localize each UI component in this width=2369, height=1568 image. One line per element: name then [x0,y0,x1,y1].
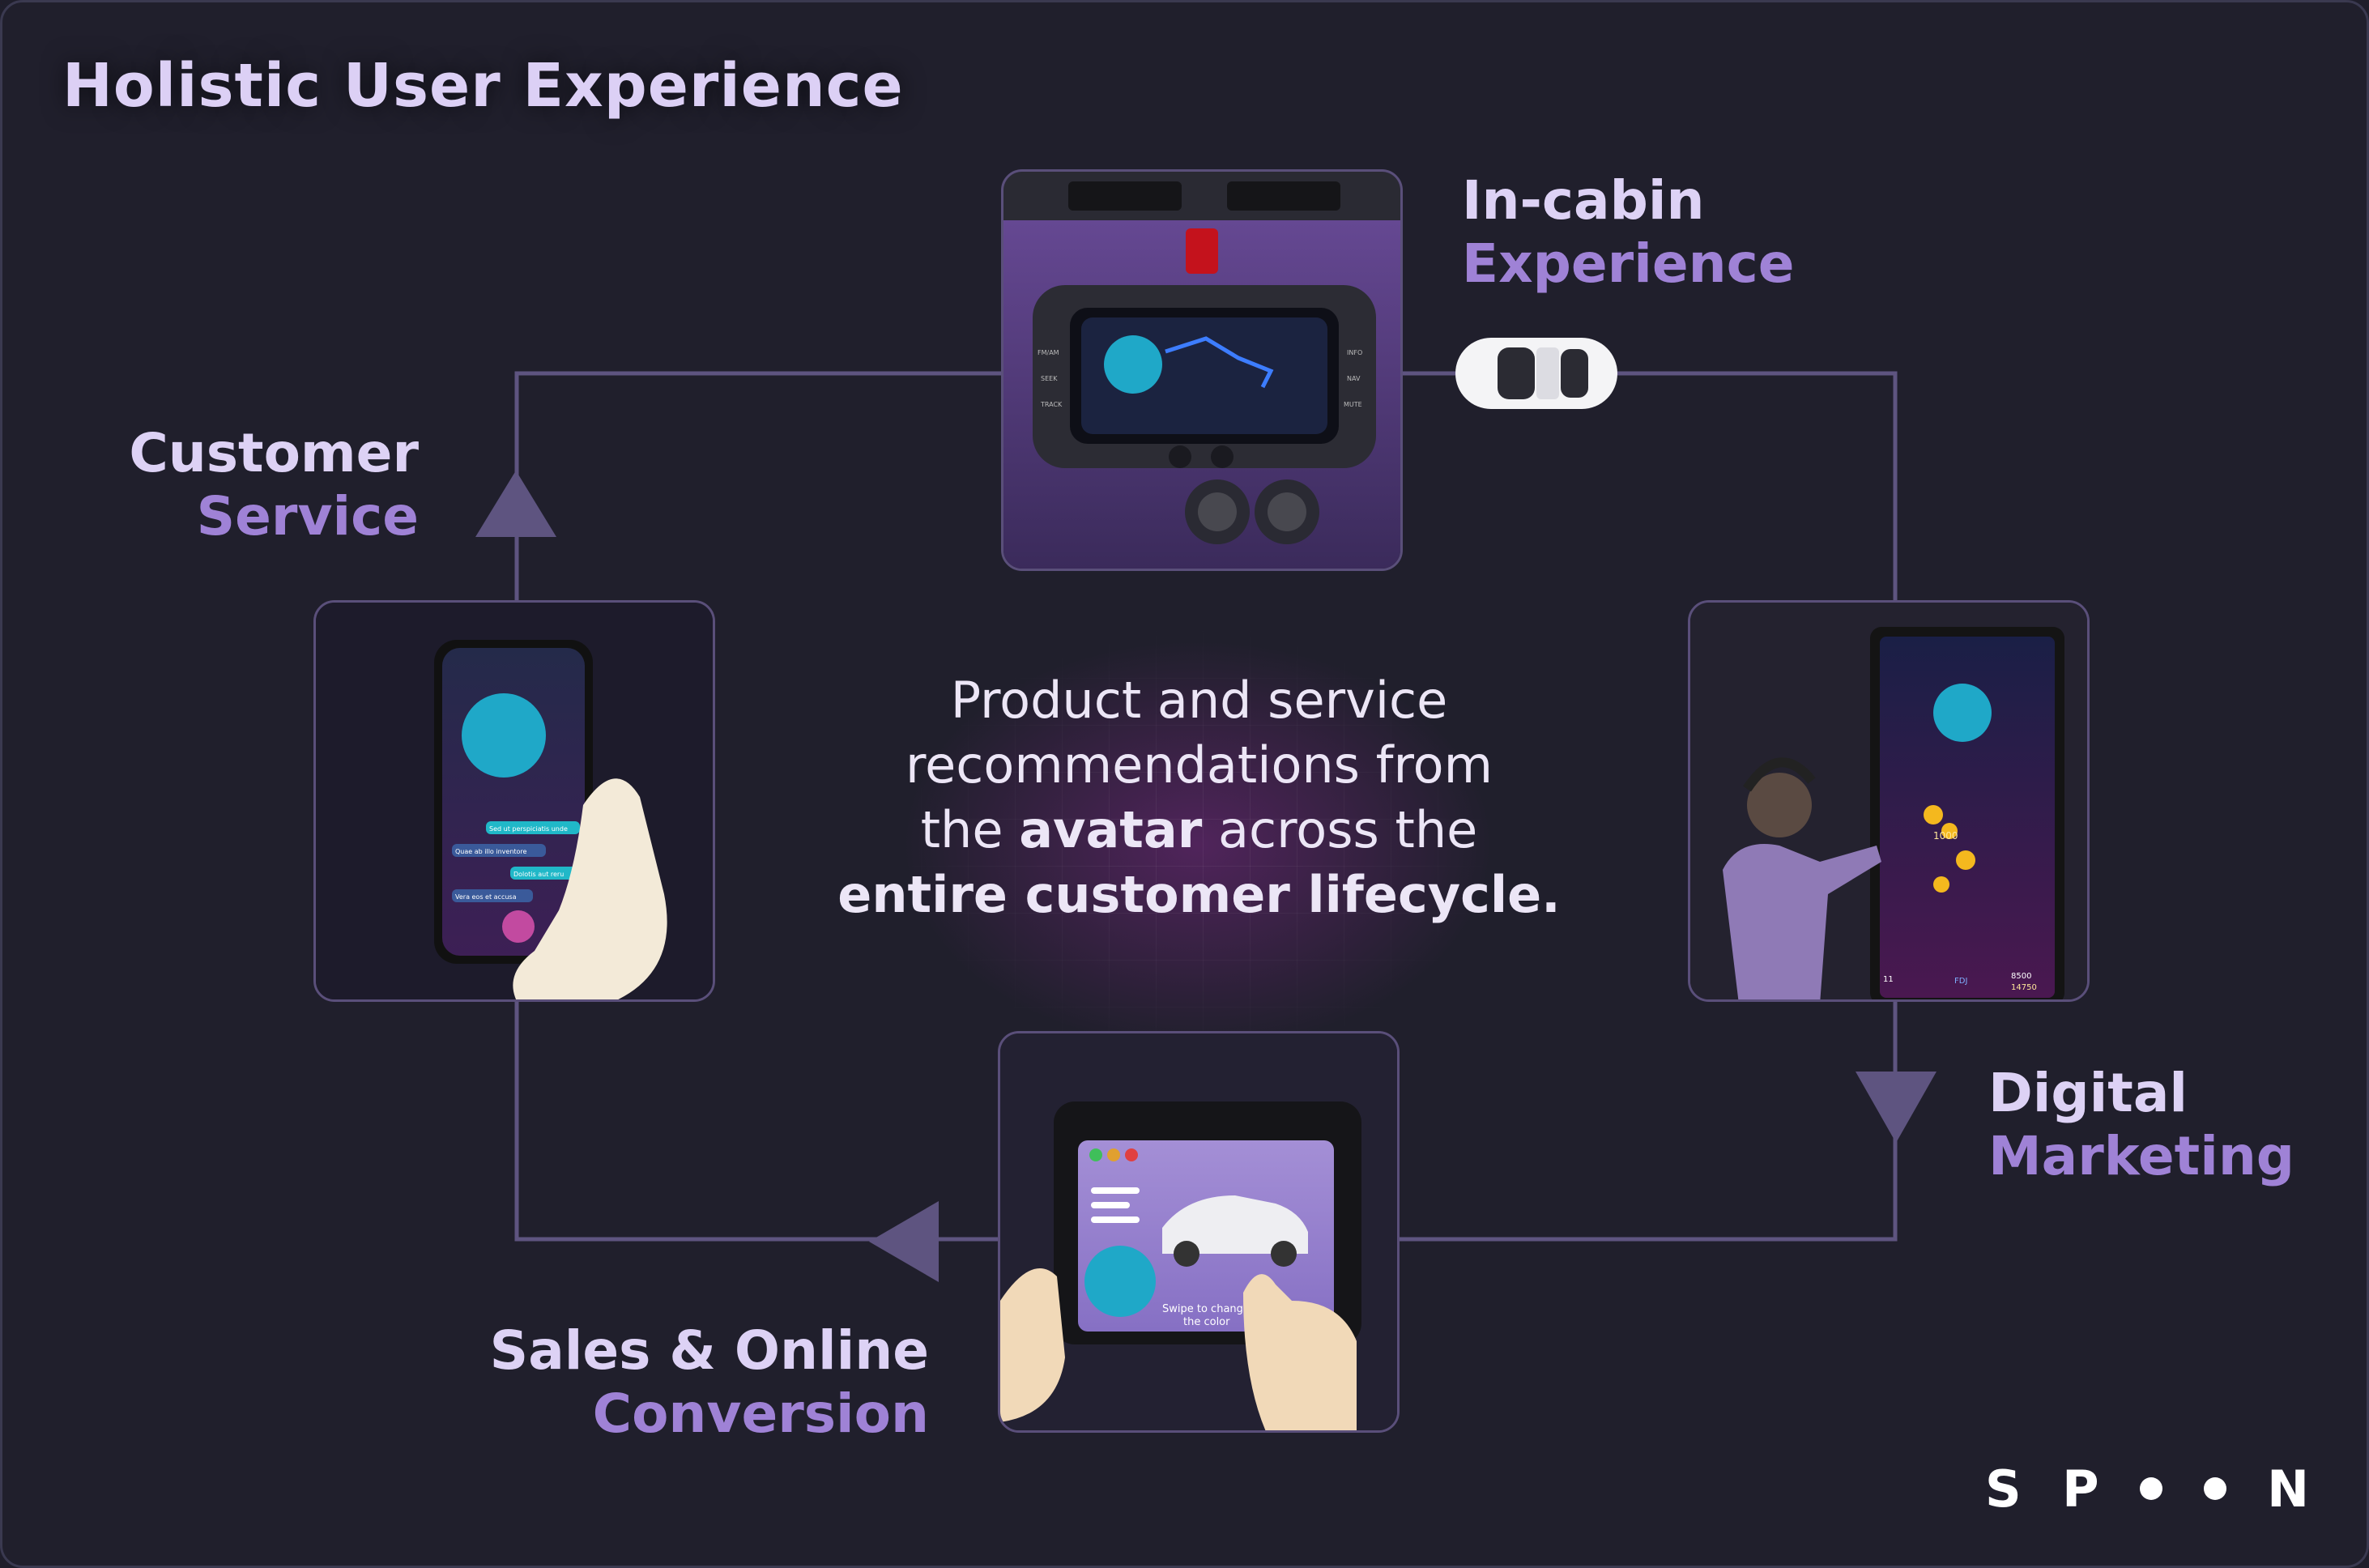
hand-left [1000,1268,1065,1422]
chat-msg-4: Vera eos et accusa [455,893,517,901]
label-line-2: Service [196,485,419,548]
statement-line-4: entire customer lifecycle. [812,863,1586,927]
card-digital-marketing: 1000 8500 14750 11 FDJ [1688,600,2090,1002]
game-score-b: 14750 [2011,983,2037,992]
dash-btn-nav: NAV [1347,375,1361,382]
label-line-1: Digital [1988,1062,2188,1124]
arrow-down-digital-marketing [1856,1072,1937,1143]
label-line-2: Conversion [592,1383,929,1445]
avatar-icon [462,693,546,778]
label-in-cabin-experience: In-cabin Experience [1462,169,1794,296]
label-line-1: In-cabin [1462,169,1705,232]
game-level: 11 [1883,975,1894,984]
tablet-illustration: Swipe to change the color [1000,1033,1397,1430]
label-line-1: Sales & Online [489,1319,929,1382]
logo-dot-icon [2203,1477,2226,1500]
avatar-icon [1084,1246,1156,1317]
chat-msg-2: Quae ab illo inventore [455,848,527,855]
dash-btn-info: INFO [1347,349,1362,356]
dashboard-illustration: FM/AM SEEK TRACK INFO NAV MUTE [1003,172,1400,569]
statement-line-3: the avatar across the [812,798,1586,863]
label-line-2: Experience [1462,232,1795,295]
kiosk-illustration: 1000 8500 14750 11 FDJ [1690,603,2087,999]
dash-btn-track: TRACK [1040,401,1063,408]
logo-letter-s: S [1985,1459,2022,1519]
dash-btn-mute: MUTE [1344,401,1362,408]
statement-bold-lifecycle: entire customer lifecycle. [837,865,1561,924]
car-icon [1455,338,1617,409]
card-sales-online: Swipe to change the color [998,1031,1400,1433]
statement-text: the [920,800,1020,859]
map-route [1165,336,1274,389]
label-line-1: Customer [129,422,419,484]
statement-line-1: Product and service [950,671,1448,730]
logo-dot-icon [2140,1477,2163,1500]
card-in-cabin: FM/AM SEEK TRACK INFO NAV MUTE [1001,169,1403,571]
spoon-logo: S P N [1985,1459,2309,1519]
person-figure [1723,844,1881,999]
statement-text: across the [1202,800,1478,859]
hand-shape [513,778,667,999]
arrow-up-customer-service [475,471,556,537]
avatar-icon [1104,335,1162,394]
dash-btn-seek: SEEK [1041,375,1058,382]
logo-letter-p: P [2062,1459,2099,1519]
avatar-icon [1933,684,1992,742]
diagram-title: Holistic User Experience [62,51,904,121]
label-sales-online-conversion: Sales & Online Conversion [440,1319,929,1446]
statement-bold-avatar: avatar [1019,800,1203,859]
label-digital-marketing: Digital Marketing [1988,1062,2294,1188]
arrow-left-sales [869,1201,939,1282]
game-score-a: 8500 [2011,972,2031,981]
game-score-center: 1000 [1933,830,1958,842]
car-model [1162,1195,1308,1254]
game-badge: FDJ [1954,977,1967,986]
dash-btn-fmam: FM/AM [1038,349,1059,356]
chat-msg-3: Dolotis aut reru [513,871,564,878]
card-customer-service: Sed ut perspiciatis unde Quae ab illo in… [313,600,715,1002]
phone-illustration: Sed ut perspiciatis unde Quae ab illo in… [316,603,713,999]
statement-line-2: recommendations from [905,735,1493,795]
center-statement: Product and service recommendations from… [812,668,1586,927]
hand-right [1243,1274,1357,1430]
tablet-caption-line1: Swipe to change [1162,1303,1250,1315]
label-customer-service: Customer Service [83,422,419,548]
microphone-icon [502,910,535,943]
chat-msg-1: Sed ut perspiciatis unde [489,825,568,833]
label-line-2: Marketing [1988,1125,2295,1187]
logo-letter-n: N [2267,1459,2309,1519]
tablet-caption-line2: the color [1183,1316,1230,1328]
